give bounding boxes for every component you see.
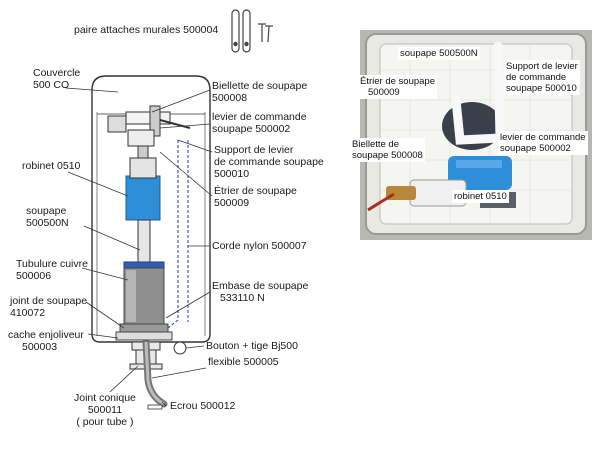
label-bouton: Bouton + tige Bj500 — [206, 340, 298, 352]
label-biellette: Biellette de soupape 500008 — [212, 80, 308, 104]
valve-body — [125, 145, 161, 221]
label-robinet: robinet 0510 — [22, 160, 81, 172]
label-etrier: Étrier de soupape 500009 — [214, 185, 297, 209]
valve-base — [115, 261, 173, 341]
label-ecrou: Ecrou 500012 — [170, 400, 236, 412]
label-tubulure: Tubulure cuivre 500006 — [16, 258, 88, 282]
wall-hooks-icon — [231, 9, 273, 53]
nylon-cord — [167, 140, 189, 329]
photo-label-robinet: robinet 0510 — [452, 190, 509, 203]
top-mechanism — [107, 105, 191, 147]
label-cache: cache enjoliveur 500003 — [8, 329, 84, 353]
label-corde: Corde nylon 500007 — [212, 240, 307, 252]
label-levier: levier de commande soupape 500002 — [212, 111, 307, 135]
tank-photo: soupape 500500N Support de levier de com… — [350, 30, 592, 240]
photo-label-levier: levier de commande soupape 500002 — [498, 131, 588, 155]
label-couvercle: Couvercle 500 CO — [33, 67, 81, 91]
leader-lines — [65, 87, 213, 407]
photo-label-support: Support de levier de commande soupape 50… — [504, 60, 580, 95]
label-joint-conique: Joint conique 500011 ( pour tube ) — [74, 392, 136, 428]
label-soupape: soupape 500500N — [26, 205, 69, 229]
label-embase: Embase de soupape 533110 N — [212, 280, 309, 304]
copper-tube — [137, 219, 151, 265]
label-joint-soupape: joint de soupape 410072 — [10, 295, 88, 319]
label-wall-hooks: paire attaches murales 500004 — [74, 24, 219, 36]
conical-joint-icon — [147, 404, 163, 410]
photo-label-soupape: soupape 500500N — [398, 47, 480, 60]
label-flexible: flexible 500005 — [208, 356, 279, 368]
label-support: Support de levier de commande soupape 50… — [214, 144, 324, 180]
photo-label-etrier: Étrier de soupape 500009 — [358, 75, 437, 99]
photo-label-biellette: Biellette de soupape 500008 — [350, 138, 425, 162]
push-button-icon — [173, 341, 187, 355]
